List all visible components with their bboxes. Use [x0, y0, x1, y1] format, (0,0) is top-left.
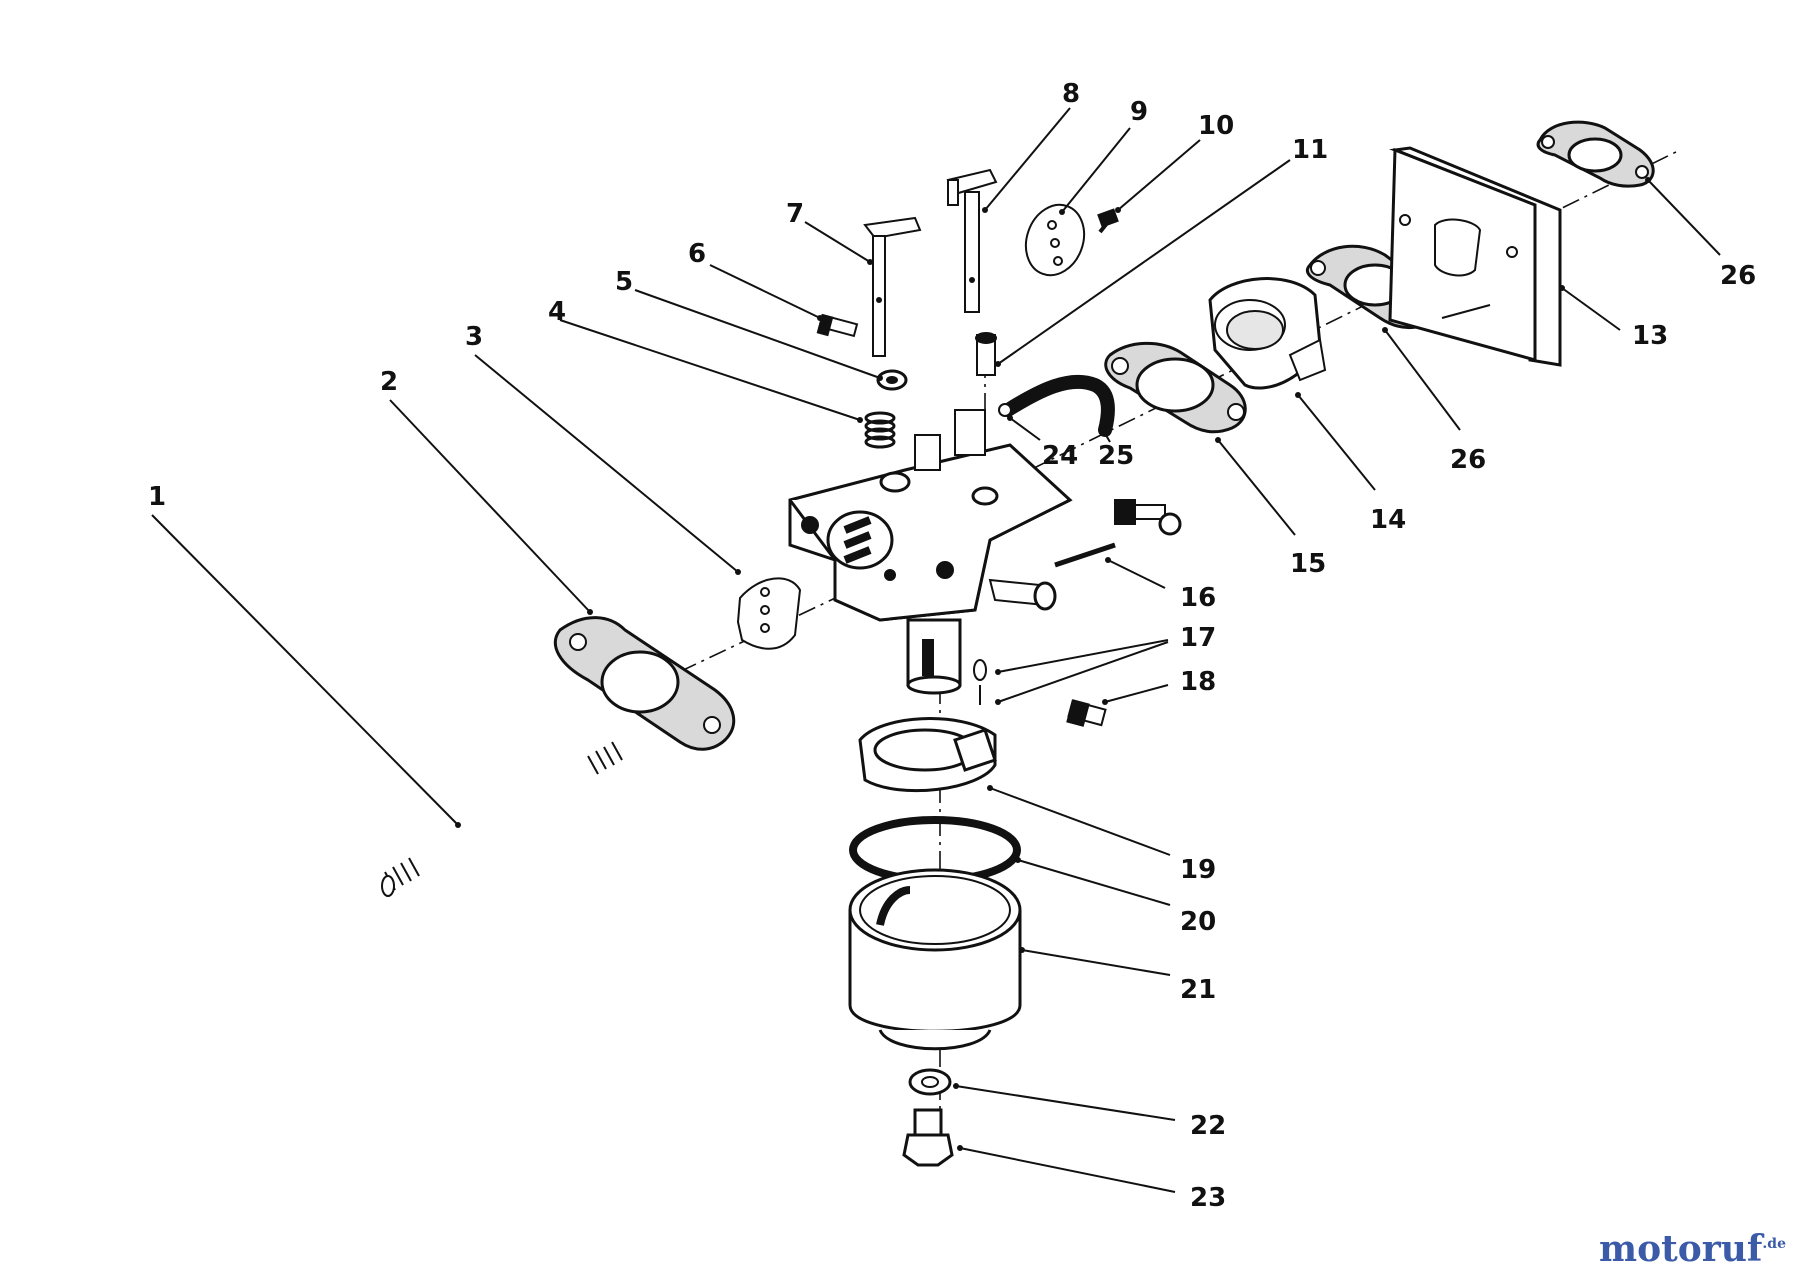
callout-19: 19 [987, 785, 1216, 885]
bowl-washer [908, 1068, 952, 1096]
float-bowl-stem [906, 618, 962, 695]
svg-text:16: 16 [1180, 583, 1216, 613]
svg-text:26: 26 [1450, 445, 1486, 475]
svg-text:5: 5 [615, 267, 633, 297]
gasket-middle [1104, 341, 1247, 434]
callout-4: 4 [548, 297, 863, 423]
svg-text:21: 21 [1180, 975, 1216, 1005]
watermark-brand: motoruf [1599, 1228, 1763, 1270]
mounting-plate [1388, 146, 1562, 367]
callout-3: 3 [465, 322, 741, 575]
throttle-washer [876, 369, 908, 391]
callout-15: 15 [1215, 437, 1326, 579]
gasket-top-right [1536, 120, 1655, 188]
svg-text:2: 2 [380, 367, 398, 397]
callout-11: 11 [995, 135, 1328, 367]
svg-text:6: 6 [688, 239, 706, 269]
inlet-needle [973, 659, 987, 705]
callout-13: 13 [1559, 285, 1668, 351]
svg-text:26: 26 [1720, 261, 1756, 291]
svg-text:19: 19 [1180, 855, 1216, 885]
callout-2: 2 [380, 367, 593, 615]
watermark-logo: motoruf.de [1599, 1228, 1786, 1270]
callout-20: 20 [1015, 857, 1216, 937]
svg-text:3: 3 [465, 322, 483, 352]
svg-text:8: 8 [1062, 79, 1080, 109]
callout-22: 22 [953, 1083, 1226, 1141]
svg-text:23: 23 [1190, 1183, 1226, 1213]
fuel-fitting [975, 332, 997, 376]
callout-26-top-right: 26 [1645, 177, 1756, 291]
callout-21: 21 [1019, 947, 1216, 1005]
callout-8: 8 [982, 79, 1080, 213]
callout-26-spacer-gasket: 26 [1382, 327, 1486, 475]
spring [864, 411, 896, 449]
callout-14: 14 [1295, 392, 1406, 535]
float [858, 717, 997, 793]
float-bowl [848, 868, 1022, 1051]
callout-16: 16 [1105, 557, 1216, 613]
callout-5: 5 [615, 267, 883, 381]
svg-text:18: 18 [1180, 667, 1216, 697]
svg-text:4: 4 [548, 297, 566, 327]
carburetor-body [788, 409, 1073, 695]
insulator-spacer [1208, 277, 1327, 390]
choke-screw [1097, 208, 1119, 234]
svg-text:9: 9 [1130, 97, 1148, 127]
svg-text:20: 20 [1180, 907, 1216, 937]
bowl-nut [902, 1108, 954, 1167]
screw-small [816, 313, 859, 338]
callouts: 1 2 3 4 5 6 7 8 [148, 79, 1756, 1213]
svg-text:15: 15 [1290, 549, 1326, 579]
svg-text:13: 13 [1632, 321, 1668, 351]
svg-text:11: 11 [1292, 135, 1328, 165]
callout-1: 1 [148, 482, 461, 828]
svg-text:1: 1 [148, 482, 166, 512]
choke-shaft [946, 168, 998, 313]
callout-24: 24 [1007, 415, 1078, 471]
callout-7: 7 [786, 199, 873, 265]
callout-18: 18 [1102, 667, 1216, 705]
callout-25: 25 [1098, 424, 1134, 471]
inlet-nipple [988, 578, 1057, 611]
needle-pin [1054, 542, 1116, 568]
svg-text:25: 25 [1098, 441, 1134, 471]
watermark-tld: .de [1762, 1236, 1786, 1252]
callout-6: 6 [688, 239, 823, 321]
svg-text:14: 14 [1370, 505, 1406, 535]
fuel-hose [998, 374, 1115, 437]
callout-26-plate-gasket: 26 [1441, 304, 1491, 319]
gasket-left [553, 616, 736, 751]
svg-text:10: 10 [1198, 111, 1234, 141]
choke-plate [1024, 203, 1086, 277]
svg-text:22: 22 [1190, 1111, 1226, 1141]
callout-9: 9 [1059, 97, 1148, 215]
throttle-plate [736, 577, 802, 650]
mounting-stud [381, 741, 624, 897]
svg-text:7: 7 [786, 199, 804, 229]
svg-text:17: 17 [1180, 623, 1216, 653]
svg-text:24: 24 [1042, 441, 1078, 471]
bowl-screw [1066, 699, 1107, 727]
idle-screw [1114, 499, 1182, 536]
throttle-shaft [863, 216, 922, 357]
callout-17: 17 [995, 623, 1216, 705]
callout-10: 10 [1115, 111, 1234, 213]
callout-23: 23 [957, 1145, 1226, 1213]
